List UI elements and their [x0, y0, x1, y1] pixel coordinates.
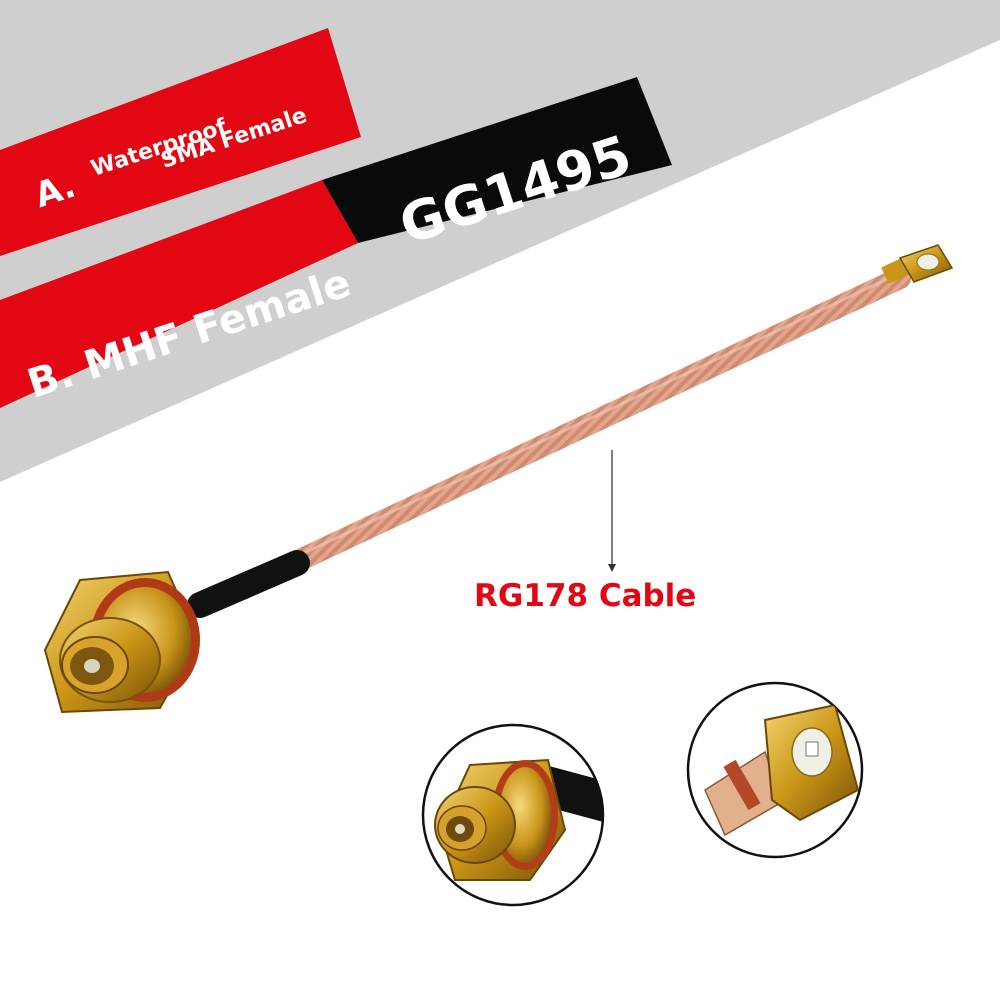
- cable-label: RG178 Cable: [474, 578, 697, 614]
- coax-cable: [289, 267, 911, 571]
- gray-background: [0, 0, 1000, 482]
- black-banner: [322, 77, 672, 243]
- heat-shrink: [187, 550, 310, 618]
- sma-detail-circle: [421, 723, 605, 907]
- mhf-connector: [881, 244, 954, 284]
- sma-connector: [43, 570, 200, 714]
- red-banner-b: [0, 180, 358, 408]
- red-banner-a: [0, 28, 361, 256]
- mhf-detail-circle: [686, 681, 864, 859]
